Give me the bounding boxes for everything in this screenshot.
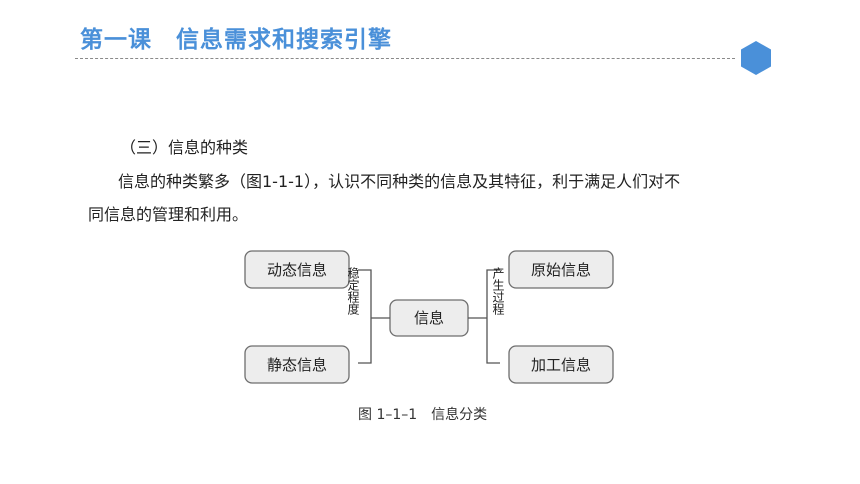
production-process-label: 产生过程: [491, 267, 505, 316]
svg-text:信息: 信息: [414, 309, 444, 327]
page-title: 第一课 信息需求和搜索引擎: [80, 27, 392, 53]
hexagon-icon: [741, 41, 771, 75]
paragraph-line-1: 信息的种类繁多（图1-1-1），认识不同种类的信息及其特征，利于满足人们对不: [118, 172, 681, 191]
left-bracket: [358, 269, 372, 364]
title-divider: [75, 58, 735, 59]
node-dynamic-info: 动态信息: [244, 250, 350, 289]
node-processed-info: 加工信息: [508, 345, 614, 384]
node-info-center: 信息: [389, 299, 469, 337]
info-classification-diagram: 动态信息 静态信息 信息 原始信息 加工信息 稳定程度 产生过程: [244, 250, 614, 384]
paragraph-line-2: 同信息的管理和利用。: [88, 205, 249, 224]
section-heading: （三）信息的种类: [120, 138, 249, 157]
stability-label: 稳定程度: [346, 266, 360, 315]
node-static-info: 静态信息: [244, 345, 350, 384]
svg-text:静态信息: 静态信息: [267, 356, 327, 374]
svg-text:原始信息: 原始信息: [531, 261, 591, 279]
svg-text:加工信息: 加工信息: [531, 356, 591, 374]
node-original-info: 原始信息: [508, 250, 614, 289]
right-bracket: [486, 269, 500, 364]
svg-text:动态信息: 动态信息: [267, 261, 327, 279]
figure-caption: 图 1–1–1 信息分类: [358, 407, 488, 423]
